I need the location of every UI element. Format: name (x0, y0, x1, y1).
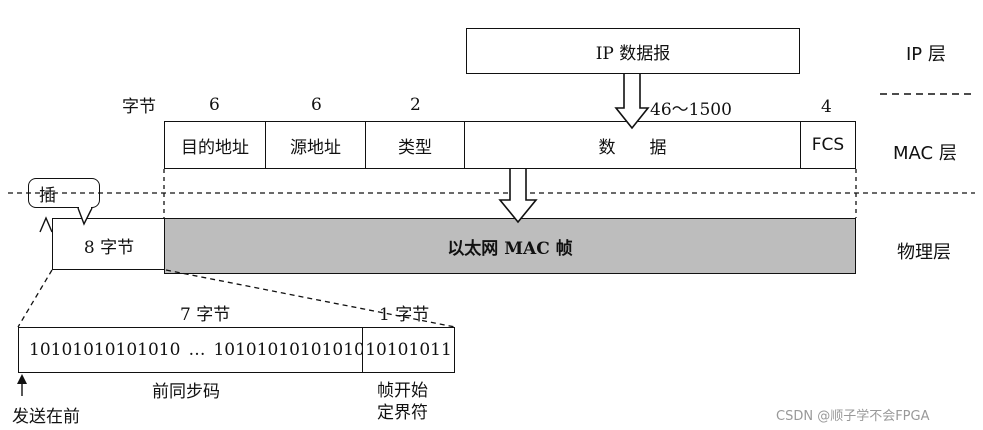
send-first-arrow-head (17, 374, 27, 384)
watermark: CSDN @顺子学不会FPGA (776, 409, 930, 424)
send-first-label: 发送在前 (12, 407, 80, 427)
field-size-2: 2 (410, 95, 421, 115)
preamble-bits-box: 10101010101010 … 10101010101010 (18, 327, 365, 373)
field-size-0: 6 (209, 95, 220, 115)
seven-bytes-label: 7 字节 (180, 305, 231, 325)
mac-to-phy-arrow (498, 169, 538, 224)
sfd-label-line2: 定界符 (377, 403, 428, 423)
ethernet-mac-frame-box: 以太网 MAC 帧 (164, 218, 856, 274)
zoom-line-right (165, 269, 456, 328)
sfd-bits-box: 10101011 (362, 327, 455, 373)
byte-unit-label: 字节 (122, 97, 156, 117)
ip-to-data-arrow (614, 74, 650, 130)
field-type: 类型 (365, 121, 465, 169)
sfd-label-line1: 帧开始 (377, 381, 428, 401)
preamble-label: 前同步码 (152, 382, 220, 402)
mac-layer-label: MAC 层 (893, 143, 957, 164)
preamble-8-bytes-box: 8 字节 (52, 218, 166, 270)
zoom-line-left (17, 269, 53, 328)
phy-layer-label: 物理层 (897, 242, 951, 263)
ip-datagram-label: IP 数据报 (595, 43, 671, 64)
ip-datagram-box: IP 数据报 (466, 28, 800, 74)
field-src-address: 源地址 (265, 121, 366, 169)
callout-pointer (77, 207, 93, 226)
field-dest-address: 目的地址 (164, 121, 266, 169)
field-size-4: 4 (821, 97, 832, 117)
ip-layer-label: IP 层 (906, 44, 946, 65)
field-fcs: FCS (800, 121, 856, 169)
field-size-3: 46～1500 (650, 100, 732, 120)
insertion-caret (39, 216, 53, 233)
field-data: 数 据 (464, 121, 801, 169)
field-size-1: 6 (311, 95, 322, 115)
